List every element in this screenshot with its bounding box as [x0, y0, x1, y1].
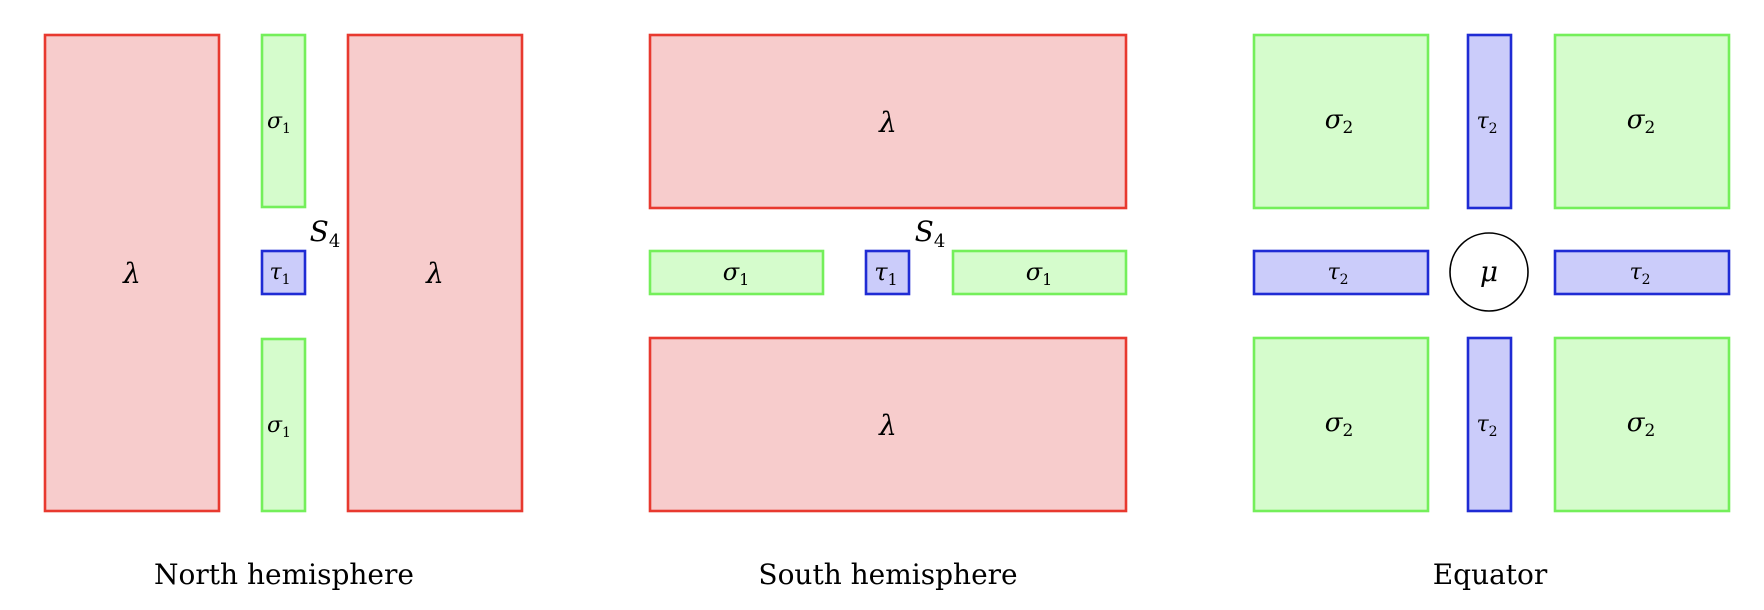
south-caption: South hemisphere	[758, 558, 1017, 591]
north-s4-label: S4	[310, 215, 341, 252]
equator-tau-right-box	[1553, 249, 1731, 296]
equator-sigma-tr-box	[1553, 33, 1731, 210]
south-sigma-left-label: σ1	[723, 258, 750, 289]
equator-panel: σ2 τ2 σ2 τ2 μ τ2 σ2 τ2	[1252, 33, 1731, 591]
equator-sigma-br-box	[1553, 336, 1731, 513]
equator-tau-top-box	[1466, 33, 1513, 210]
equator-tau-bottom-box	[1466, 336, 1513, 513]
south-lambda-bottom-label: λ	[878, 409, 897, 442]
equator-sigma-tl-box	[1252, 33, 1430, 210]
equator-tau-top-label: τ2	[1476, 109, 1497, 137]
north-tau-label: τ1	[269, 260, 290, 288]
north-lambda-left-label: λ	[122, 257, 141, 290]
north-sigma-top-label: σ1	[267, 109, 291, 137]
equator-mu-label: μ	[1480, 255, 1498, 288]
equator-mu-circle	[1449, 232, 1529, 312]
equator-tau-left-label: τ2	[1327, 260, 1348, 288]
south-tau-label: τ1	[874, 258, 897, 289]
north-sigma-bottom-box	[260, 337, 307, 513]
north-lambda-right-label: λ	[425, 257, 444, 290]
north-sigma-bottom-label: σ1	[267, 413, 291, 441]
south-lambda-top-label: λ	[878, 106, 897, 139]
north-tau-box	[260, 249, 307, 296]
south-sigma-right-label: σ1	[1026, 258, 1053, 289]
south-sigma-left-box	[648, 249, 825, 296]
south-lambda-top-box	[648, 33, 1128, 210]
equator-sigma-bl-label: σ2	[1325, 408, 1354, 441]
south-lambda-bottom-box	[648, 336, 1128, 513]
equator-sigma-br-label: σ2	[1627, 408, 1656, 441]
north-lambda-right-box	[346, 33, 524, 513]
equator-sigma-bl-box	[1252, 336, 1430, 513]
equator-caption: Equator	[1433, 558, 1548, 591]
equator-sigma-tr-label: σ2	[1627, 105, 1656, 138]
south-hemisphere-panel: λ S4 σ1 τ1 σ1 λ South hemisphere	[648, 33, 1128, 591]
equator-tau-left-box	[1252, 249, 1430, 296]
equator-tau-right-label: τ2	[1629, 260, 1650, 288]
equator-sigma-tl-label: σ2	[1325, 105, 1354, 138]
south-sigma-right-box	[951, 249, 1128, 296]
south-tau-box	[864, 249, 911, 296]
north-hemisphere-panel: λ σ1 τ1 σ1 S4 λ North hemisphere	[43, 33, 524, 591]
equator-tau-bottom-label: τ2	[1476, 412, 1497, 440]
south-s4-label: S4	[915, 215, 946, 252]
north-lambda-left-box	[43, 33, 221, 513]
north-sigma-top-box	[260, 33, 307, 209]
north-caption: North hemisphere	[154, 558, 414, 591]
